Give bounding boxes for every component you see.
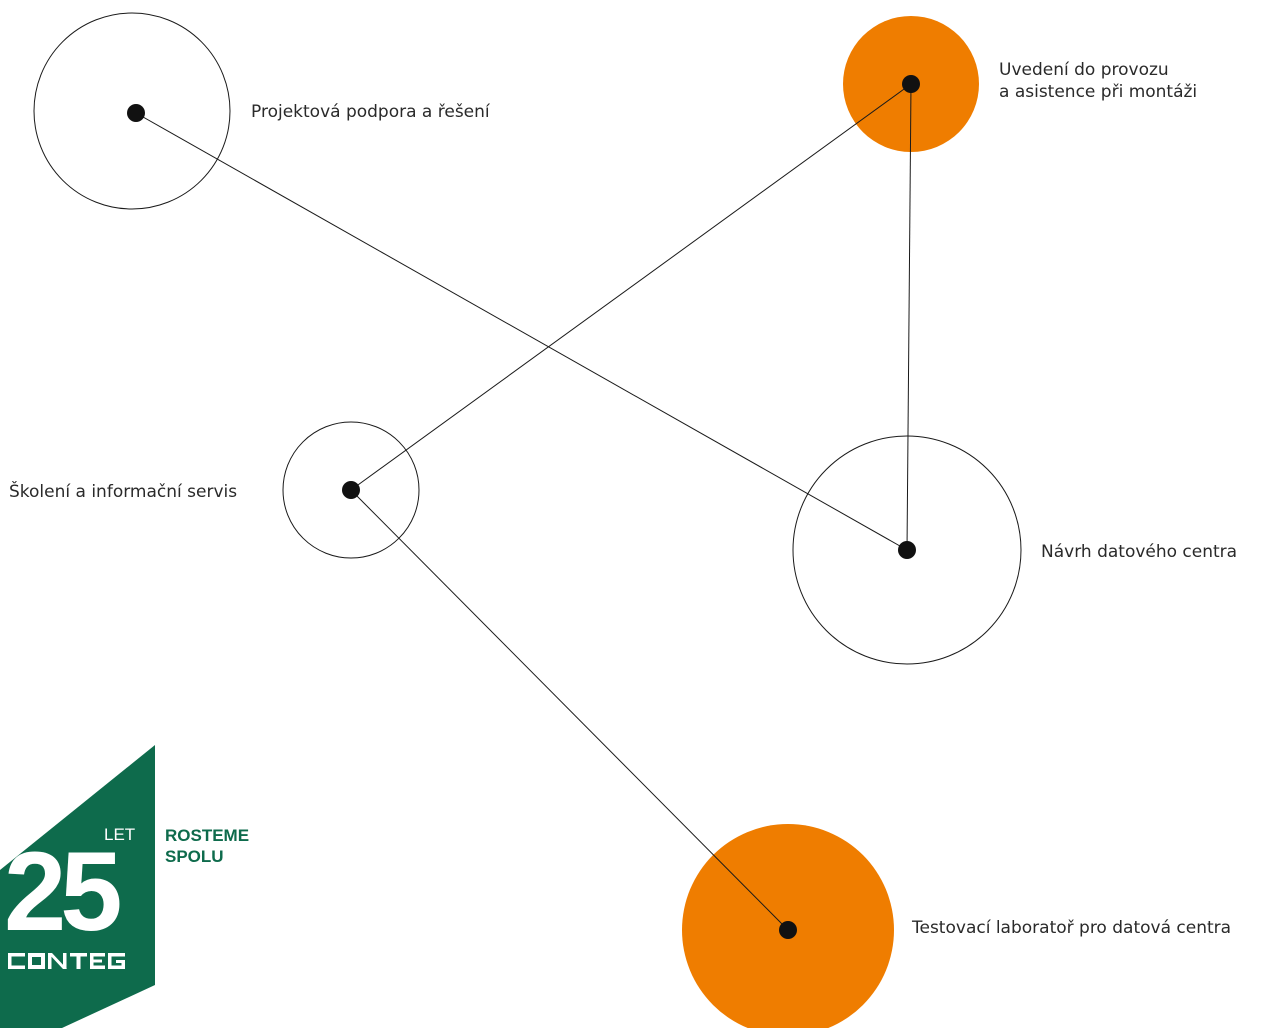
connection-line (350, 83, 912, 491)
node-label-projektova-podpora: Projektová podpora a řešení (251, 102, 490, 122)
node-label-uvedeni-do-provozu: Uvedení do provozu a asistence při montá… (999, 60, 1198, 102)
node-dot-projektova-podpora (127, 104, 145, 122)
conteg-wordmark (8, 953, 125, 969)
connection-line (906, 83, 912, 551)
node-circle-navrh-dc (792, 435, 1022, 665)
badge-let-text: LET (104, 825, 136, 844)
node-circle-skoleni (282, 421, 420, 559)
tagline: ROSTEME SPOLU (165, 826, 250, 866)
node-circle-projektova-podpora (33, 12, 231, 210)
node-dot-uvedeni-do-provozu (902, 75, 920, 93)
node-label-navrh-dc: Návrh datového centra (1041, 542, 1238, 562)
node-dot-testovaci-laborator (779, 921, 797, 939)
connection-line (135, 112, 908, 551)
connection-line (350, 489, 789, 931)
node-label-skoleni: Školení a informační servis (9, 482, 238, 502)
node-label-testovaci-laborator: Testovací laboratoř pro datová centra (912, 918, 1232, 938)
conteg-25-badge-logo (0, 745, 155, 1028)
node-dot-skoleni (342, 481, 360, 499)
badge-number: 25 (4, 829, 123, 954)
node-dot-navrh-dc (898, 541, 916, 559)
